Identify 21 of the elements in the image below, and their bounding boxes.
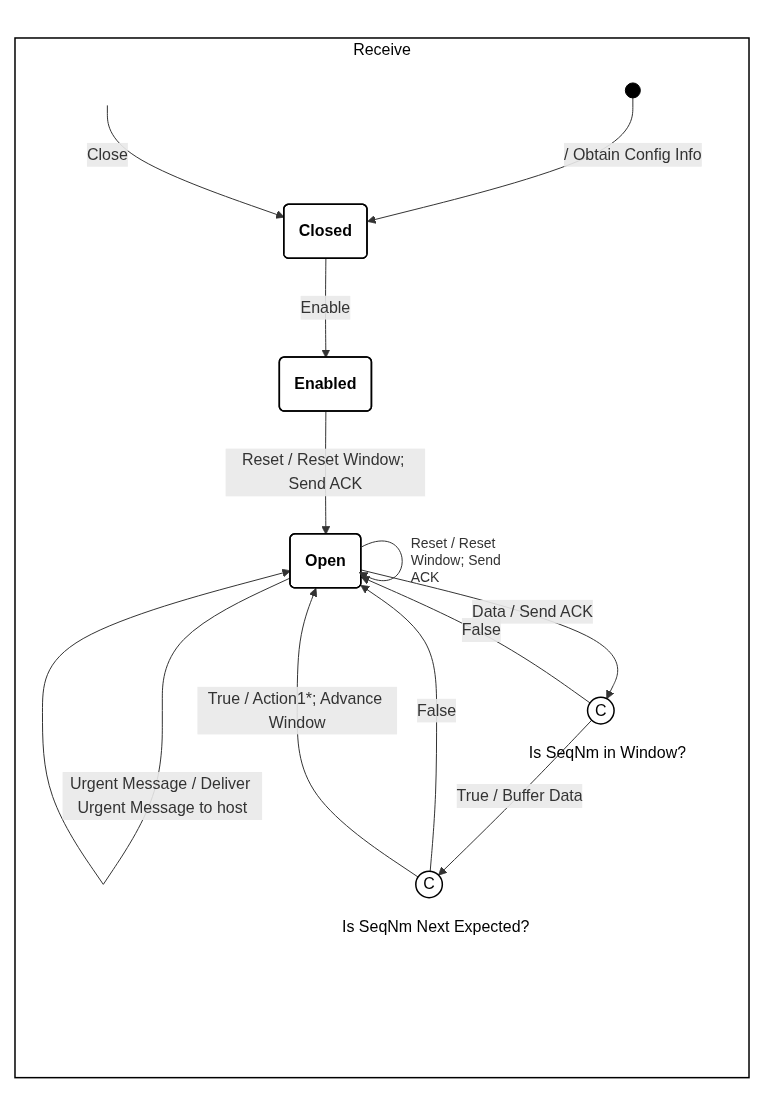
arrow — [358, 540, 403, 581]
arrow — [360, 584, 438, 872]
edge-label: Data / Send ACK — [472, 602, 593, 620]
node-label: Is SeqNm Next Expected? — [342, 917, 530, 935]
edge-label: False — [417, 701, 457, 719]
edge-label: False — [461, 620, 501, 638]
node-circle: C — [586, 696, 615, 725]
edge-label: True / Buffer Data — [456, 786, 583, 804]
edge-label: Reset / Reset Window; Send ACK — [241, 451, 405, 493]
edge-label: Enable — [300, 298, 351, 316]
node-circle — [624, 82, 641, 99]
edge-label: Urgent Message / Deliver Urgent Message to host — [69, 774, 251, 816]
edge-label: / Obtain Config Info — [564, 145, 702, 163]
node-circle: C — [415, 870, 444, 899]
arrow — [360, 569, 619, 699]
edge-label: Reset / Reset Window; Send ACK — [410, 534, 501, 585]
edge-label: True / Action1*; Advance Window — [207, 689, 383, 731]
arrow — [360, 575, 591, 704]
edge-label: Close — [86, 145, 128, 163]
node-label: Is SeqNm in Window? — [528, 743, 687, 761]
arrow — [438, 719, 593, 876]
